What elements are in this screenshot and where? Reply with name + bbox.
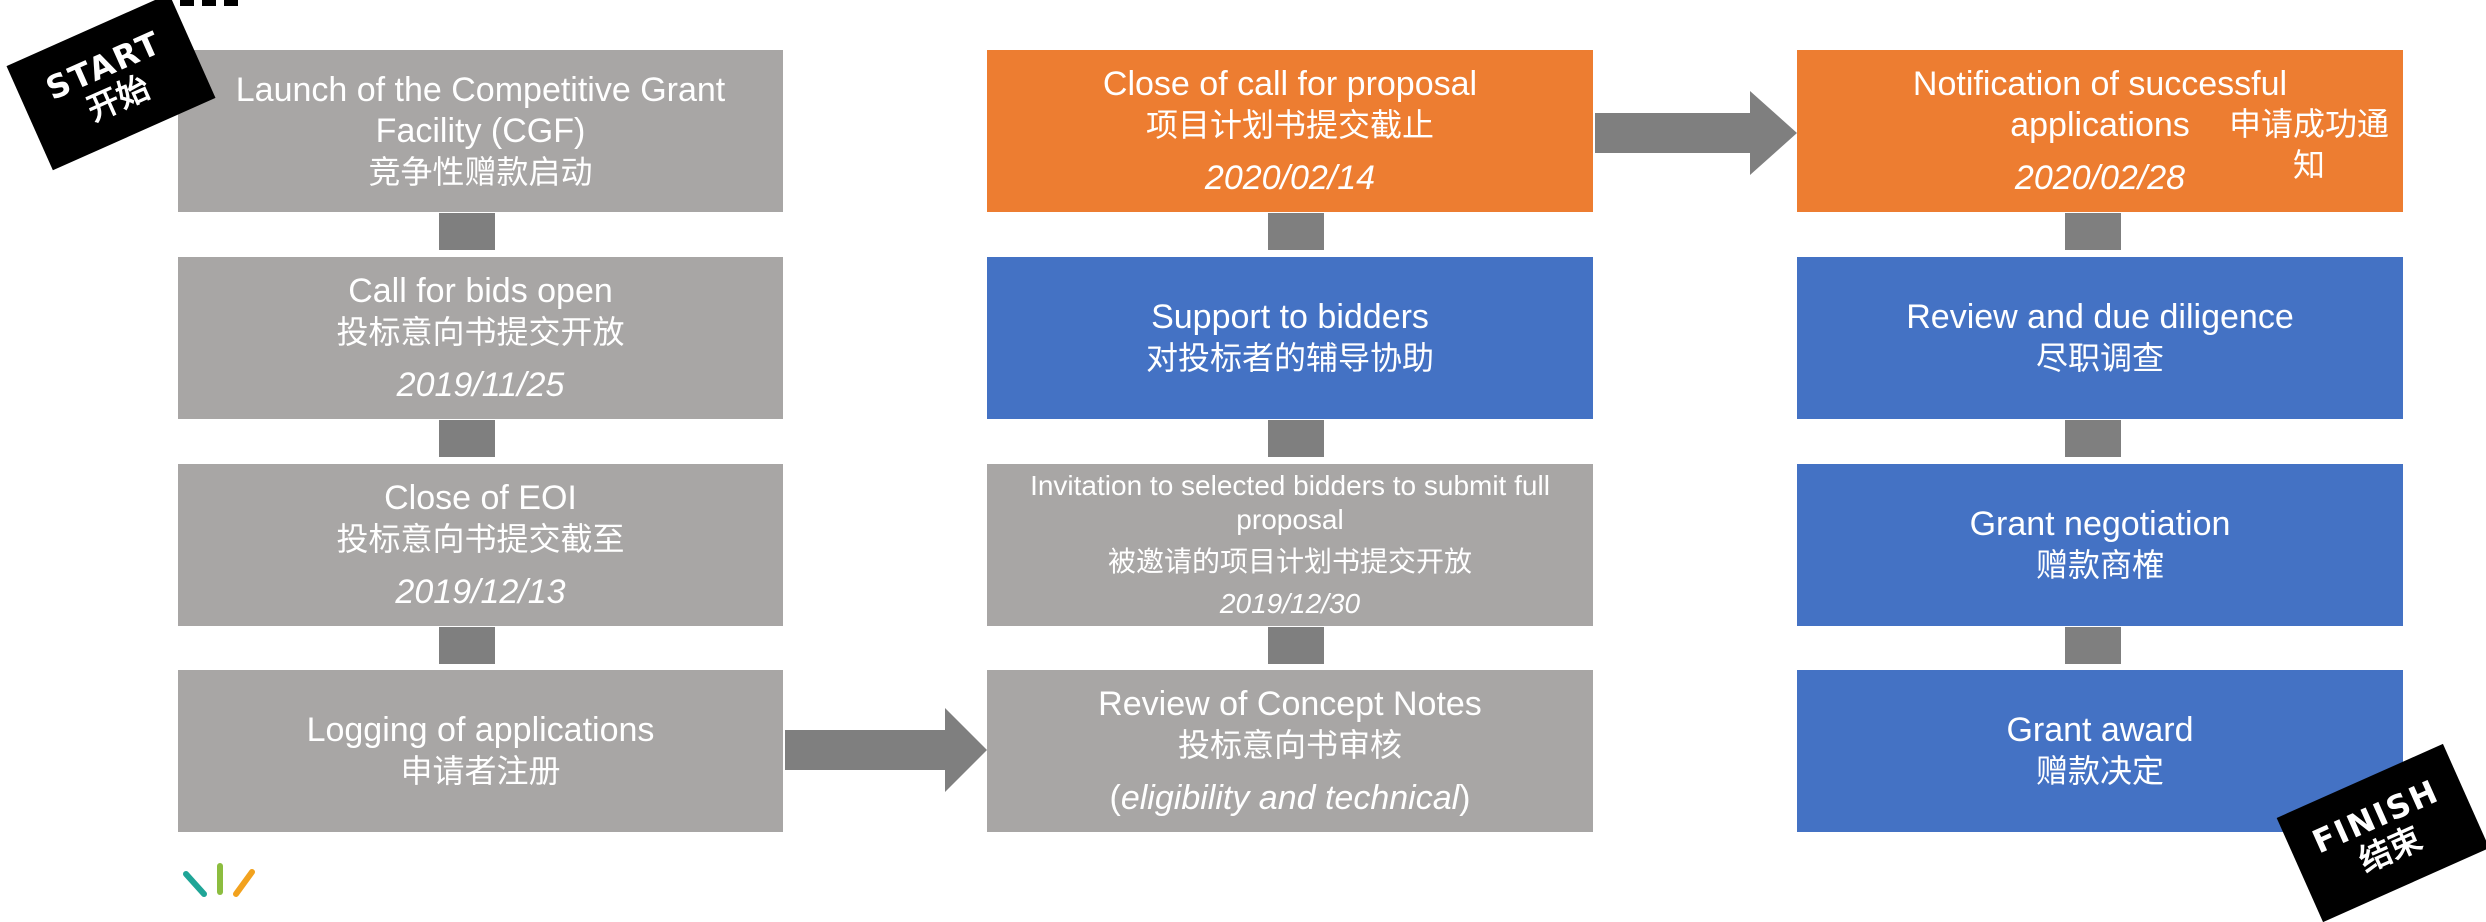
step-close-call-proposal-zh: 项目计划书提交截止 xyxy=(1145,105,1434,144)
arrow-close-to-notification xyxy=(1595,91,1797,175)
step-grant-award-zh: 赠款决定 xyxy=(2035,752,2164,790)
step-support-bidders: Support to bidders 对投标者的辅导协助 xyxy=(987,257,1593,419)
step-review-due-diligence-en: Review and due diligence xyxy=(1906,298,2294,336)
step-grant-negotiation: Grant negotiation 赠款商榷 xyxy=(1797,464,2403,626)
step-support-bidders-zh: 对投标者的辅导协助 xyxy=(1145,339,1434,377)
connector-c2-3 xyxy=(1268,627,1324,664)
connector-c2-1 xyxy=(1268,213,1324,250)
step-close-eoi-en: Close of EOI xyxy=(384,478,577,517)
step-notification-success: Notification of successful applications … xyxy=(1797,50,2403,212)
connector-c2-2 xyxy=(1268,420,1324,457)
step-logging-applications: Logging of applications 申请者注册 xyxy=(178,670,783,832)
step-support-bidders-en: Support to bidders xyxy=(1151,298,1429,336)
step-close-call-proposal-en: Close of call for proposal xyxy=(1102,64,1478,103)
step-review-due-diligence: Review and due diligence 尽职调查 xyxy=(1797,257,2403,419)
step-review-concept-notes-zh: 投标意向书审核 xyxy=(1177,725,1402,764)
connector-c3-3 xyxy=(2065,627,2121,664)
connector-c1-1 xyxy=(439,213,495,250)
step-logging-applications-en: Logging of applications xyxy=(306,711,655,749)
step-launch-cgf-en: Launch of the Competitive Grant Facility… xyxy=(235,70,726,150)
step-close-eoi-date: 2019/12/13 xyxy=(395,572,566,611)
step-review-concept-notes: Review of Concept Notes 投标意向书审核 (eligibi… xyxy=(987,670,1593,832)
step-grant-award: Grant award 赠款决定 xyxy=(1797,670,2403,832)
step-call-for-bids-en: Call for bids open xyxy=(348,271,613,310)
step-close-call-proposal-date: 2020/02/14 xyxy=(1204,158,1376,197)
step-close-eoi-zh: 投标意向书提交截至 xyxy=(336,519,625,558)
step-launch-cgf-zh: 竞争性赠款启动 xyxy=(368,152,593,191)
step-review-due-diligence-zh: 尽职调查 xyxy=(2035,339,2164,377)
sparkle-logo-icon xyxy=(183,863,255,897)
step-invitation-full-proposal-en: Invitation to selected bidders to submit… xyxy=(1030,470,1550,535)
step-grant-negotiation-en: Grant negotiation xyxy=(1969,505,2231,543)
step-call-for-bids: Call for bids open 投标意向书提交开放 2019/11/25 xyxy=(178,257,783,419)
note-text: eligibility and technical xyxy=(1120,778,1460,817)
step-notification-success-en: Notification of successful applications xyxy=(1912,64,2288,144)
step-grant-negotiation-zh: 赠款商榷 xyxy=(2035,546,2164,584)
step-review-concept-notes-note-line: (eligibility and technical) xyxy=(1110,778,1471,819)
step-call-for-bids-date: 2019/11/25 xyxy=(396,365,565,404)
connector-c1-2 xyxy=(439,420,495,457)
step-close-call-proposal: Close of call for proposal 项目计划书提交截止 202… xyxy=(987,50,1593,212)
step-grant-award-en: Grant award xyxy=(2006,711,2194,749)
arrow-logging-to-review xyxy=(785,708,987,792)
step-logging-applications-zh: 申请者注册 xyxy=(400,752,561,790)
step-launch-cgf: Launch of the Competitive Grant Facility… xyxy=(178,50,783,212)
step-notification-success-zh: 申请成功通知 xyxy=(2228,105,2389,184)
note-paren-open: ( xyxy=(1109,778,1121,817)
step-invitation-full-proposal-date: 2019/12/30 xyxy=(1219,588,1361,619)
step-close-eoi: Close of EOI 投标意向书提交截至 2019/12/13 xyxy=(178,464,783,626)
connector-c1-3 xyxy=(439,627,495,664)
step-notification-success-date: 2020/02/28 xyxy=(2014,158,2186,197)
step-invitation-full-proposal-zh: 被邀请的项目计划书提交开放 xyxy=(1107,545,1472,578)
step-review-concept-notes-en: Review of Concept Notes xyxy=(1098,684,1482,723)
connector-c3-1 xyxy=(2065,213,2121,250)
step-invitation-full-proposal: Invitation to selected bidders to submit… xyxy=(987,464,1593,626)
note-paren-close: ) xyxy=(1459,778,1471,817)
step-call-for-bids-zh: 投标意向书提交开放 xyxy=(336,312,625,351)
cutoff-title-fragment xyxy=(180,0,238,6)
connector-c3-2 xyxy=(2065,420,2121,457)
